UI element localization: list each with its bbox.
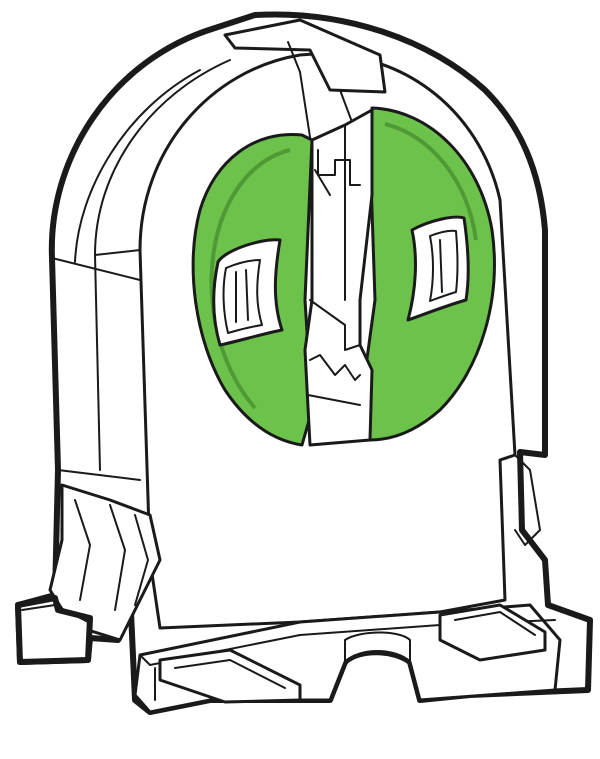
center-slot-edges (307, 124, 361, 406)
top-clip (223, 18, 387, 94)
right-contact (406, 215, 470, 322)
rotor-rim (209, 122, 478, 410)
center-slot (303, 108, 374, 447)
left-latch-ribs (74, 499, 149, 611)
left-latch (48, 483, 162, 642)
left-contact (212, 238, 284, 347)
right-notch (514, 454, 541, 546)
left-base-tab (158, 648, 302, 704)
side-panel-detail (74, 69, 201, 471)
